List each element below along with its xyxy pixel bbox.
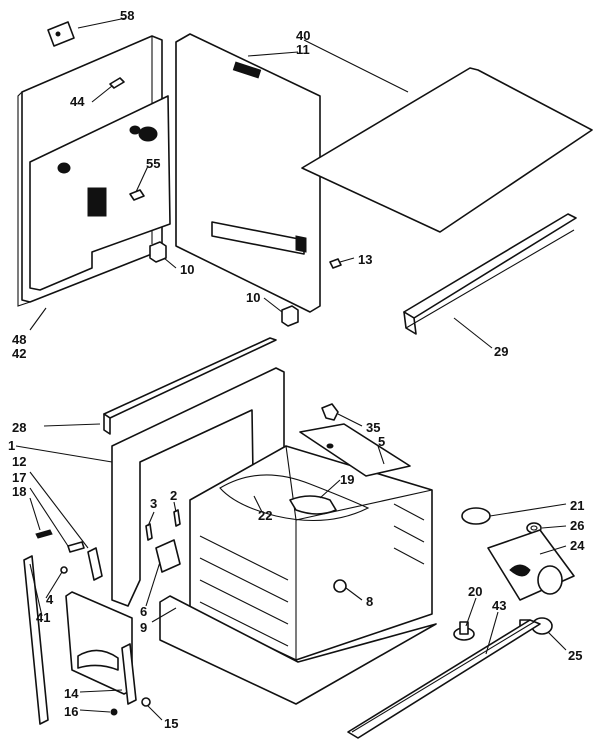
screw-15 — [141, 697, 151, 707]
callout-10-lower: 10 — [246, 290, 260, 305]
top-strip-28 — [103, 337, 277, 435]
callout-18: 18 — [12, 484, 26, 499]
callout-26: 26 — [570, 518, 584, 533]
broil-element-22 — [219, 474, 370, 522]
callout-44: 44 — [70, 94, 85, 109]
callout-28: 28 — [12, 420, 26, 435]
element-3 — [145, 523, 153, 541]
callout-24: 24 — [570, 538, 585, 553]
clip-10-upper — [149, 241, 167, 263]
callout-12: 12 — [12, 454, 26, 469]
light-cover-21 — [461, 507, 491, 525]
hinge-14 — [121, 643, 137, 705]
strip-43 — [347, 619, 541, 739]
callout-48: 48 — [12, 332, 26, 347]
callout-19: 19 — [340, 472, 354, 487]
arm-12 — [87, 547, 103, 581]
callout-41: 41 — [36, 610, 50, 625]
callout-40: 40 — [296, 28, 310, 43]
callout-43: 43 — [492, 598, 506, 613]
sensor-35 — [321, 403, 339, 421]
clip-13 — [329, 258, 342, 269]
callout-1: 1 — [8, 438, 15, 453]
tube-19 — [289, 495, 337, 515]
callout-20: 20 — [468, 584, 482, 599]
callout-11: 11 — [296, 42, 310, 57]
front-frame-1 — [111, 367, 285, 607]
rail-29 — [403, 213, 577, 335]
callout-16: 16 — [64, 704, 78, 719]
callout-25: 25 — [568, 648, 582, 663]
callout-labels: 58 40 11 44 55 10 13 10 48 42 29 28 35 1… — [8, 8, 585, 731]
leader-lines — [15, 17, 567, 721]
clip-10-lower — [281, 305, 299, 327]
callout-10-upper: 10 — [180, 262, 194, 277]
callout-21: 21 — [570, 498, 584, 513]
callout-35: 35 — [366, 420, 380, 435]
side-panel-inner — [29, 95, 171, 291]
rear-panel — [175, 33, 321, 313]
clip-44 — [109, 77, 125, 89]
callout-17: 17 — [12, 470, 26, 485]
knob-20 — [453, 621, 475, 641]
callout-13: 13 — [358, 252, 372, 267]
connector-6 — [155, 539, 181, 573]
callout-29: 29 — [494, 344, 508, 359]
callout-55: 55 — [146, 156, 160, 171]
element-2 — [173, 509, 181, 527]
callout-15: 15 — [164, 716, 178, 731]
callout-9: 9 — [140, 620, 147, 635]
door-frame — [65, 591, 133, 695]
callout-42: 42 — [12, 346, 26, 361]
bracket-58 — [47, 21, 75, 47]
callout-22: 22 — [258, 508, 272, 523]
callout-3: 3 — [150, 496, 157, 511]
light-socket-24 — [487, 529, 575, 601]
spring-18 — [35, 529, 53, 539]
callout-58: 58 — [120, 8, 134, 23]
bake-tray-9 — [159, 595, 437, 705]
callout-8: 8 — [366, 594, 373, 609]
latch-17 — [67, 541, 85, 553]
callout-6: 6 — [140, 604, 147, 619]
bracket-4 — [60, 566, 68, 574]
callout-2: 2 — [170, 488, 177, 503]
screw-16 — [110, 708, 118, 716]
hinge-strip-41 — [23, 555, 49, 725]
top-sheet-40 — [301, 67, 593, 233]
callout-5: 5 — [378, 434, 385, 449]
callout-14: 14 — [64, 686, 79, 701]
callout-4: 4 — [46, 592, 54, 607]
